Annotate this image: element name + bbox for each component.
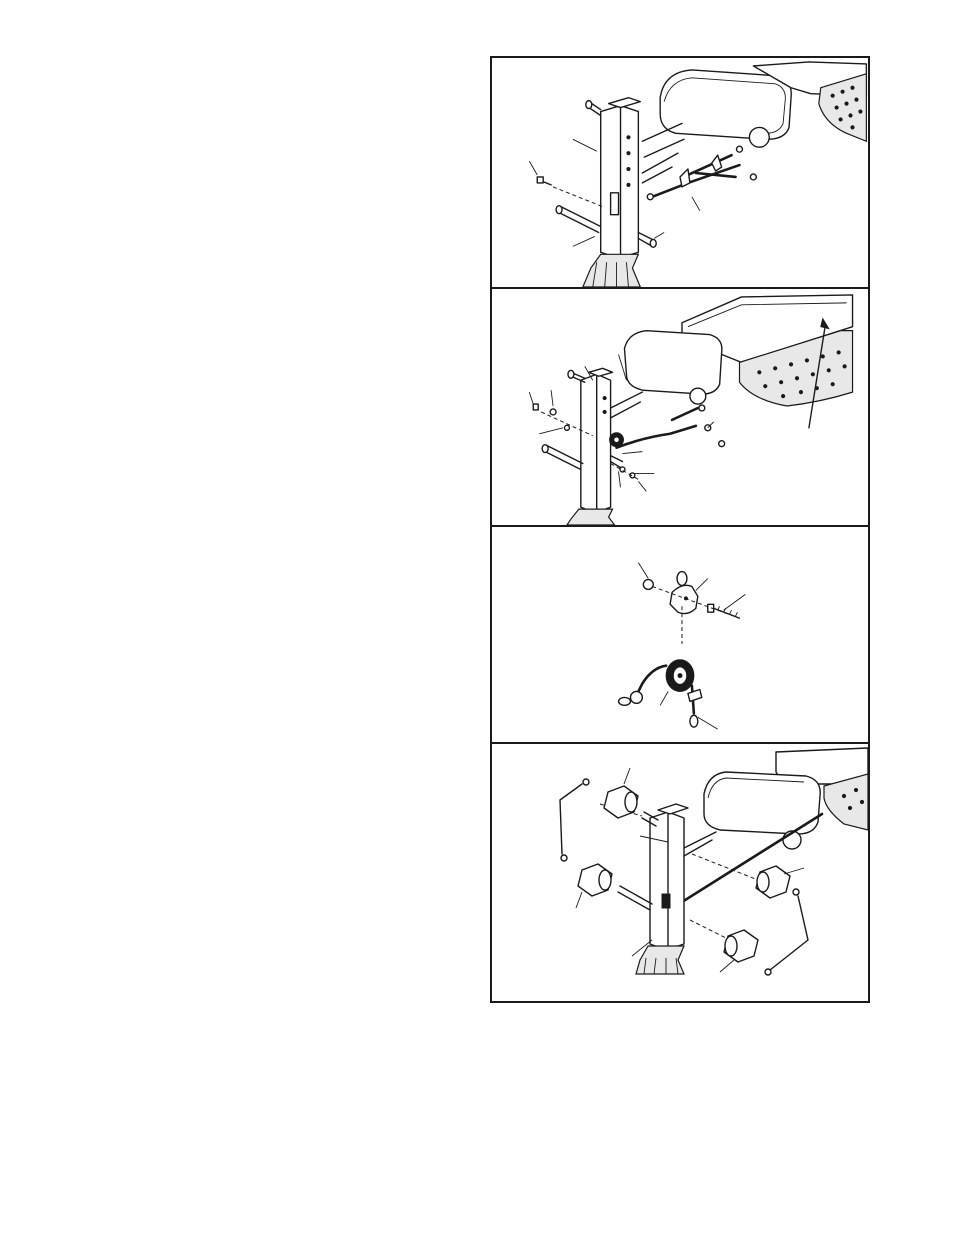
foam-roller-upper-left [604, 786, 638, 818]
foam-roller-lower-left [578, 864, 612, 896]
figure-panel-3 [492, 527, 868, 744]
assembly-drawing-4 [492, 744, 868, 1001]
instruction-figure-column [490, 56, 870, 1003]
figure-panel-2 [492, 289, 868, 527]
figure-panel-4 [492, 744, 868, 1001]
foam-roller-lower-right [724, 930, 758, 962]
assembly-drawing-1 [492, 58, 868, 287]
foam-roller-upper-right [756, 866, 790, 898]
pulley-detail-drawing [492, 527, 868, 742]
assembly-drawing-2 [492, 289, 868, 525]
figure-panel-1 [492, 58, 868, 289]
